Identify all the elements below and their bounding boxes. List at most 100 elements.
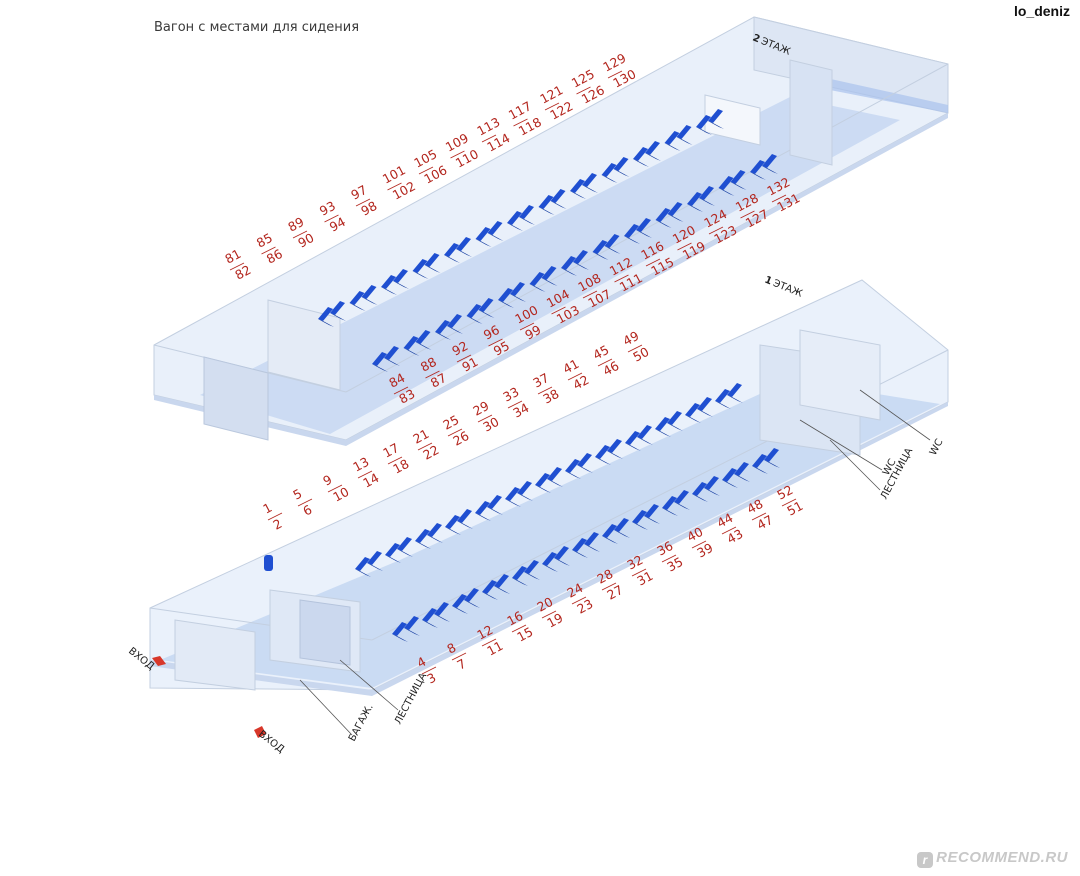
lower-rear-seat-25 (535, 467, 563, 493)
wc-label-2-text: WC (928, 437, 946, 457)
lower-rear-seat-33 (595, 439, 623, 465)
lower-front-seat-40 (662, 490, 690, 516)
upper-front-num-96-top: 96 (481, 322, 502, 343)
lower-rear-seat-17 (475, 495, 503, 521)
lower-rear-num-5-divider (297, 498, 313, 507)
upper-front-num-92-bottom: 91 (459, 354, 480, 375)
upper-rear-num-97-bottom: 98 (358, 198, 379, 219)
lower-rear-seat-1 (355, 551, 383, 577)
lower-rear-seat-41 (655, 411, 683, 437)
lower-front-seat-20 (512, 560, 540, 586)
upper-rear-num-81-divider (229, 262, 245, 271)
upper-front-num-88-bottom: 87 (428, 370, 449, 391)
upper-rear-num-89-divider (292, 230, 308, 239)
lower-front-num-28-divider (601, 582, 617, 591)
watermark-icon: r (917, 852, 934, 868)
leader-lines (299, 389, 931, 736)
lower-rear-num-21-bottom: 22 (420, 442, 441, 463)
lower-rear-seat-45 (685, 397, 713, 423)
lower-rear-num-9-bottom: 10 (330, 484, 351, 505)
lower-front-num-24-top: 24 (564, 580, 585, 601)
lower-front-num-48-bottom: 47 (754, 512, 775, 533)
lower-front-num-20-top: 20 (534, 594, 555, 615)
watermark-text: RECOMMEND.RU (936, 849, 1068, 866)
lower-rear-num-41-bottom: 42 (570, 372, 591, 393)
lower-front-seat-52 (752, 448, 780, 474)
lower-rear-num-13-top: 13 (350, 454, 371, 475)
lower-front-seat-24 (542, 546, 570, 572)
lower-rear-num-37-bottom: 38 (540, 386, 561, 407)
lower-rear-num-9-top: 9 (320, 472, 334, 489)
upper-rear-num-117-divider (513, 118, 528, 127)
upper-front-seat-104 (529, 266, 558, 292)
entrance-arrow-icon (152, 656, 166, 666)
upper-rear-seat-85 (349, 285, 378, 311)
upper-front-num-100-bottom: 99 (522, 322, 543, 343)
lower-floor-text: ЭТАЖ (771, 278, 804, 300)
upper-front-num-96-bottom: 95 (491, 338, 512, 359)
lower-front-seat-32 (602, 518, 630, 544)
lower-rear-num-17-bottom: 18 (390, 456, 411, 477)
upper-front-num-104-divider (551, 306, 566, 315)
lower-rear-seat-9 (415, 523, 443, 549)
upper-floor-number: 2 (751, 33, 762, 46)
lower-front-num-52-bottom: 51 (784, 498, 805, 519)
lower-rear-num-17-divider (387, 456, 403, 465)
upper-rear-num-89-top: 89 (285, 214, 306, 235)
lower-rear-seat-29 (565, 453, 593, 479)
upper-front-num-120-divider (677, 242, 692, 251)
upper-rear-seat-97 (444, 237, 472, 263)
lower-front-num-16-divider (511, 624, 527, 633)
lower-front-num-48-divider (751, 512, 767, 521)
upper-front-num-108-divider (582, 290, 598, 299)
lower-rear-num-1-top: 1 (260, 500, 274, 517)
lower-rear-num-13-divider (357, 470, 373, 479)
upper-rear-num-85-divider (261, 246, 276, 255)
luggage-label-text: БАГАЖ. (347, 702, 376, 743)
lower-rear-num-45-top: 45 (590, 342, 611, 363)
lower-rear-num-41-divider (567, 372, 583, 381)
upper-rear-num-85-top: 85 (254, 230, 275, 251)
lower-front-num-16-bottom: 15 (514, 624, 535, 645)
lower-rear-num-37-top: 37 (530, 370, 551, 391)
lower-rear-seat-21 (505, 481, 533, 507)
upper-rear-num-125-divider (576, 86, 591, 95)
entrance-arrow-2-icon (254, 726, 266, 738)
upper-rear-num-89-bottom: 90 (295, 230, 316, 251)
lower-front-num-40-bottom: 39 (694, 540, 715, 561)
lower-front-num-24-divider (571, 596, 587, 605)
upper-front-num-84-top: 84 (386, 370, 407, 391)
lower-front-num-32-divider (631, 568, 647, 577)
lower-rear-num-49-bottom: 50 (630, 344, 651, 365)
upper-front-seat-124 (687, 186, 715, 212)
upper-rear-seat-121 (633, 141, 661, 167)
upper-front-seat-112 (592, 234, 621, 260)
lower-front-num-12-divider (481, 638, 497, 647)
upper-front-seat-132 (750, 154, 778, 180)
upper-front-num-88-top: 88 (418, 354, 439, 375)
lower-front-num-28-bottom: 27 (604, 582, 625, 603)
lower-front-num-32-bottom: 31 (634, 568, 655, 589)
lower-rear-seat-5 (385, 537, 413, 563)
lower-floor-label: 1 ЭТАЖ (763, 275, 804, 300)
lower-rear-num-5-top: 5 (290, 486, 304, 503)
lower-rear-num-1-bottom: 2 (270, 516, 284, 533)
upper-rear-num-97-top: 97 (348, 182, 369, 203)
lower-rear-num-1-divider (267, 512, 283, 521)
upper-rear-num-109-divider (450, 150, 465, 159)
upper-front-num-124-divider (708, 226, 724, 235)
upper-front-seat-116 (624, 218, 652, 244)
lower-rear-num-29-top: 29 (470, 398, 491, 419)
wc-label-2: WC (928, 437, 946, 457)
upper-rear-seat-125 (664, 125, 693, 151)
lower-rear-num-21-divider (417, 442, 433, 451)
lower-front-seat-28 (572, 532, 600, 558)
lower-rear-num-45-bottom: 46 (600, 358, 621, 379)
lower-rear-num-25-top: 25 (440, 412, 461, 433)
lower-front-num-40-top: 40 (684, 524, 705, 545)
author-name: lo_deniz (1013, 3, 1070, 19)
entrance-label-2-text: ВХОД (256, 729, 286, 756)
lower-car-body (149, 279, 949, 738)
lower-rear-num-37-divider (537, 386, 553, 395)
